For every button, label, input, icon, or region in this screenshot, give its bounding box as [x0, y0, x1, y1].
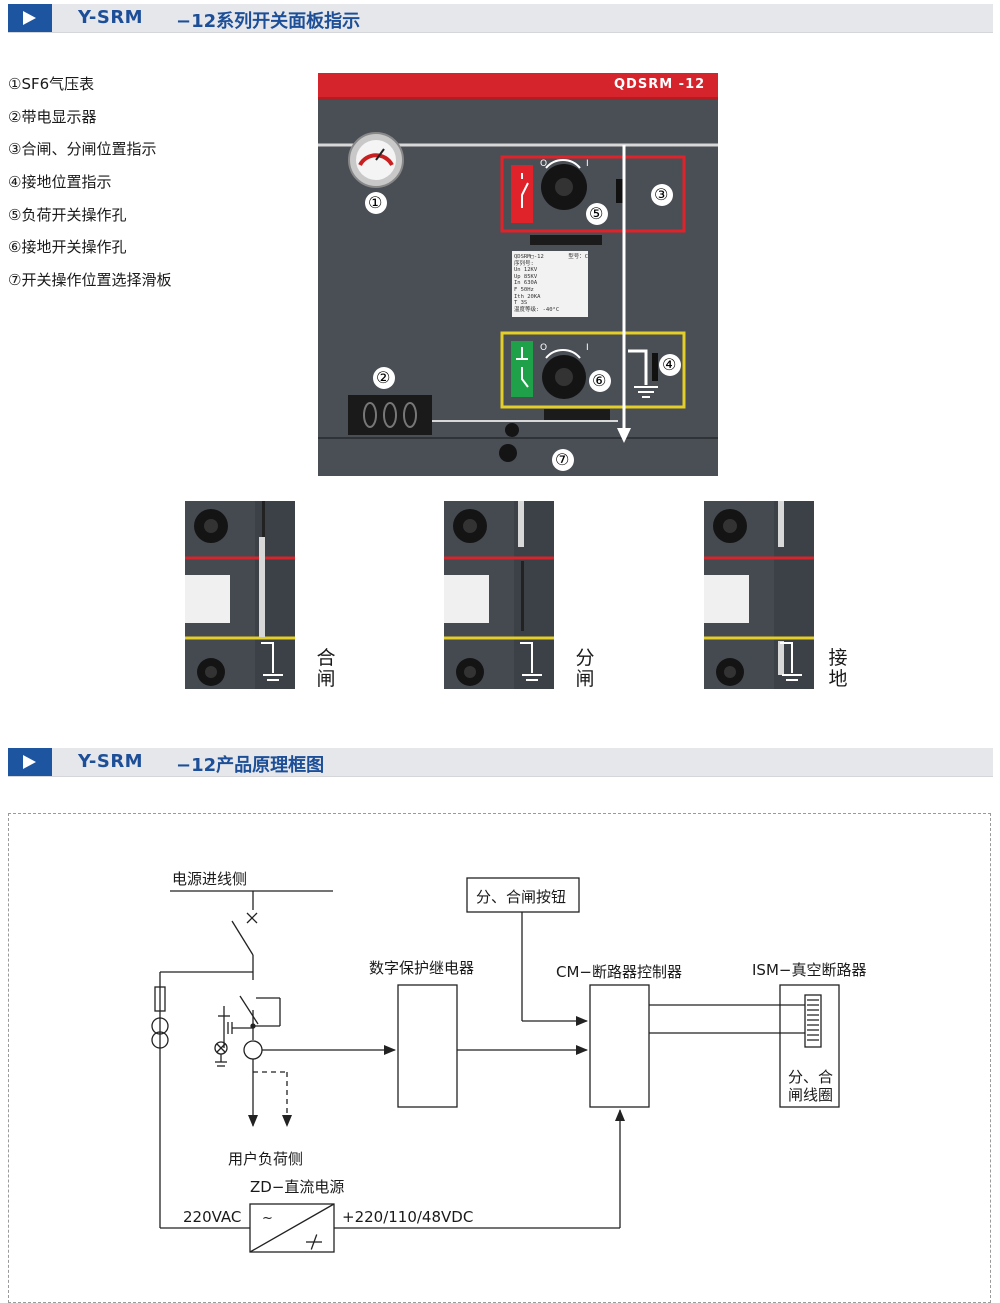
legend-item: ③合闸、分闸位置指示 — [8, 140, 157, 158]
load-label: 用户负荷侧 — [228, 1150, 304, 1168]
legend-item: ⑥接地开关操作孔 — [8, 238, 127, 256]
play-icon — [8, 748, 52, 776]
callout-6: ⑥ — [592, 371, 607, 390]
load-switch-on-mark: I — [586, 159, 589, 169]
dc-supply-label: ZD−直流电源 — [250, 1178, 345, 1196]
ac-in-label: 220VAC — [183, 1208, 242, 1226]
state-thumbnail-close — [185, 501, 295, 689]
controller-label: CM−断路器控制器 — [556, 963, 682, 981]
position-indicator-frame — [500, 155, 686, 233]
coil-label-2: 闸线圈 — [788, 1086, 834, 1104]
button-label: 分、合闸按钮 — [476, 888, 567, 906]
slider-knob-icon — [499, 444, 517, 462]
panel-brand: QDSRM -12 — [614, 77, 706, 92]
callout-1: ① — [368, 193, 383, 212]
state-thumbnail-open — [444, 501, 554, 689]
play-icon — [8, 4, 52, 32]
earth-switch-on-mark: I — [586, 343, 589, 353]
callout-7: ⑦ — [555, 450, 570, 469]
section-header-panel: Y-SRM −12系列开关面板指示 — [8, 4, 993, 33]
callout-5: ⑤ — [589, 204, 604, 223]
section-header-diagram: Y-SRM −12产品原理框图 — [8, 748, 993, 777]
section-title: −12系列开关面板指示 — [176, 11, 361, 32]
legend-item: ②带电显示器 — [8, 108, 97, 126]
relay-label: 数字保护继电器 — [369, 959, 475, 977]
state-label-close: 合闸 — [316, 647, 336, 690]
state-label-open: 分闸 — [575, 647, 595, 690]
ground-indicator-frame — [500, 331, 686, 409]
load-switch-off-mark: O — [540, 159, 548, 169]
dc-out-label: +220/110/48VDC — [342, 1208, 474, 1226]
section-model: Y-SRM — [78, 751, 144, 772]
earth-switch-off-mark: O — [540, 343, 548, 353]
section-title: −12产品原理框图 — [176, 755, 325, 776]
breaker-label: ISM−真空断路器 — [752, 961, 867, 979]
coil-label-1: 分、合 — [788, 1068, 834, 1086]
callout-3: ③ — [654, 185, 669, 204]
section-model: Y-SRM — [78, 7, 144, 28]
power-in-label: 电源进线侧 — [172, 870, 248, 888]
live-display-icon — [348, 395, 432, 435]
legend-item: ①SF6气压表 — [8, 75, 95, 93]
legend-item: ⑦开关操作位置选择滑板 — [8, 271, 172, 289]
callout-2: ② — [376, 368, 391, 387]
state-label-earth: 接地 — [828, 647, 848, 690]
legend-item: ④接地位置指示 — [8, 173, 112, 191]
state-thumbnail-earth — [704, 501, 814, 689]
legend-item: ⑤负荷开关操作孔 — [8, 206, 127, 224]
callout-4: ④ — [662, 355, 677, 374]
